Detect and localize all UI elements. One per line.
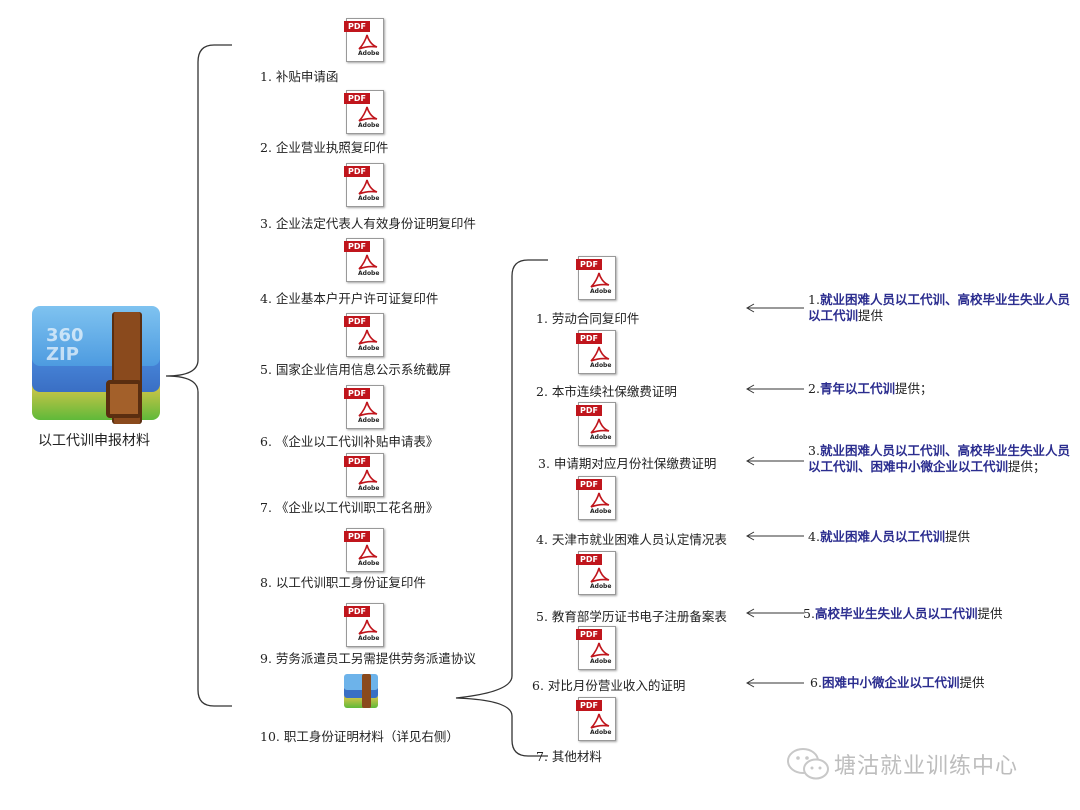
left-item-4: 4. 企业基本户开户许可证复印件 [260,291,439,306]
note-4: 4.就业困难人员以工代训提供 [808,529,970,544]
right-item-2: 2. 本市连续社保缴费证明 [536,384,677,399]
zip-buckle [106,380,142,418]
note-6: 6.困难中小微企业以工代训提供 [810,675,985,690]
watermark-text: 塘沽就业训练中心 [834,754,1019,779]
arrow-left-icon [746,678,804,688]
right-item-4: 4. 天津市就业困难人员认定情况表 [536,532,727,547]
left-item-6: 6. 《企业以工代训补贴申请表》 [260,434,439,449]
right-item-3: 3. 申请期对应月份社保缴费证明 [538,456,717,471]
right-item-1: 1. 劳动合同复印件 [536,311,640,326]
left-item-1: 1. 补贴申请函 [260,69,339,84]
left-item-7: 7. 《企业以工代训职工花名册》 [260,500,439,515]
root-label: 以工代训申报材料 [38,433,150,449]
right-item-7: 7. 其他材料 [536,749,602,764]
right-item-5: 5. 教育部学历证书电子注册备案表 [536,609,727,624]
note-3: 3.就业困难人员以工代训、高校毕业生失业人员以工代训、困难中小微企业以工代训提供… [808,443,1070,474]
arrow-left-icon [746,608,804,618]
arrow-left-icon [746,303,804,313]
mini-zip-icon [344,674,380,710]
note-5: 5.高校毕业生失业人员以工代训提供 [803,606,1003,621]
right-item-6: 6. 对比月份营业收入的证明 [532,678,686,693]
left-item-2: 2. 企业营业执照复印件 [260,140,389,155]
left-item-8: 8. 以工代训职工身份证复印件 [260,575,426,590]
left-item-10: 10. 职工身份证明材料（详见右侧） [260,729,459,744]
note-2: 2.青年以工代训提供； [808,381,933,396]
arrow-left-icon [746,456,804,466]
note-1: 1.就业困难人员以工代训、高校毕业生失业人员以工代训提供 [808,292,1070,323]
left-item-5: 5. 国家企业信用信息公示系统截屏 [260,362,451,377]
left-item-3: 3. 企业法定代表人有效身份证明复印件 [260,216,476,231]
wechat-icon [787,748,829,780]
arrow-left-icon [746,384,804,394]
arrow-left-icon [746,531,804,541]
watermark: 塘沽就业训练中心 [786,746,1018,782]
left-item-9: 9. 劳务派遣员工另需提供劳务派遣协议 [260,651,476,666]
